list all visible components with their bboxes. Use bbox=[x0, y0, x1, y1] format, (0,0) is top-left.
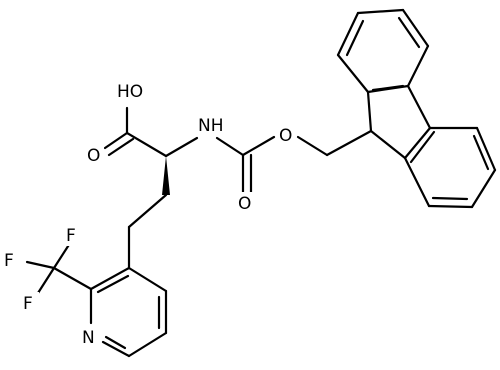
atom-hydroxyl: HO bbox=[117, 82, 143, 102]
atom-pyridine-nitrogen: N bbox=[82, 328, 95, 348]
atom-labels: HO O NH O O F F F N bbox=[2, 80, 296, 348]
bond-lines bbox=[25, 8, 497, 358]
stereo-wedge-bond bbox=[162, 156, 170, 195]
atom-carbamate-ester-oxygen: O bbox=[279, 126, 292, 146]
atom-fluorine-3: F bbox=[23, 294, 33, 314]
atom-carbamate-carbonyl-oxygen: O bbox=[238, 194, 251, 214]
atom-amide-nitrogen: NH bbox=[198, 116, 224, 136]
atom-carbonyl-oxygen: O bbox=[87, 146, 100, 166]
atom-fluorine-1: F bbox=[66, 226, 76, 246]
atom-fluorine-2: F bbox=[4, 251, 14, 271]
